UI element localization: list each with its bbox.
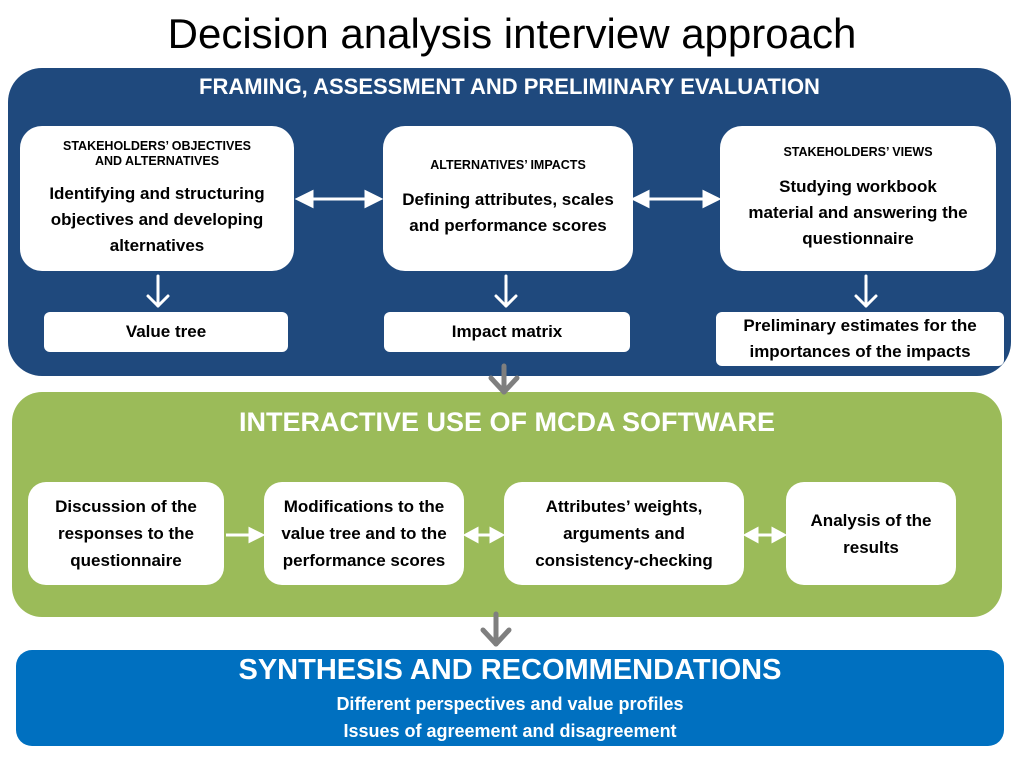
stakeholders-views-box: STAKEHOLDERS’ VIEWS Studying workbook ma… — [720, 126, 996, 271]
analysis-box: Analysis of the results — [786, 482, 956, 585]
synthesis-panel: SYNTHESIS AND RECOMMENDATIONS Different … — [16, 650, 1004, 746]
alternatives-impacts-box: ALTERNATIVES’ IMPACTS Defining attribute… — [383, 126, 633, 271]
box-caption: STAKEHOLDERS’ VIEWS — [783, 145, 933, 159]
connector-arrow-icon — [480, 611, 512, 647]
discussion-box: Discussion of the responses to the quest… — [28, 482, 224, 585]
synthesis-line-1: Different perspectives and value profile… — [336, 694, 684, 714]
box-caption: AND ALTERNATIVES — [94, 153, 220, 168]
stakeholders-objectives-box: STAKEHOLDERS’ OBJECTIVES AND ALTERNATIVE… — [20, 126, 294, 271]
modifications-box: Modifications to the value tree and to t… — [264, 482, 464, 585]
framing-heading: FRAMING, ASSESSMENT AND PRELIMINARY EVAL… — [199, 74, 820, 99]
page-title: Decision analysis interview approach — [167, 10, 857, 57]
box-text: Identifying and structuring objectives a… — [49, 183, 265, 255]
value-tree-output: Value tree — [44, 312, 288, 352]
synthesis-heading: SYNTHESIS AND RECOMMENDATIONS — [238, 654, 782, 686]
impact-matrix-output: Impact matrix — [384, 312, 630, 352]
interactive-heading: INTERACTIVE USE OF MCDA SOFTWARE — [238, 407, 775, 437]
box-text: Defining attributes, scales and performa… — [402, 190, 614, 235]
weights-box: Attributes’ weights, arguments and consi… — [504, 482, 744, 585]
box-text: Studying workbook material and answering… — [748, 177, 968, 248]
box-caption: ALTERNATIVES’ IMPACTS — [430, 158, 586, 172]
synthesis-line-2: Issues of agreement and disagreement — [343, 721, 677, 741]
box-caption: STAKEHOLDERS’ OBJECTIVES — [63, 138, 251, 153]
preliminary-estimates-output: Preliminary estimates for the importance… — [716, 312, 1004, 366]
